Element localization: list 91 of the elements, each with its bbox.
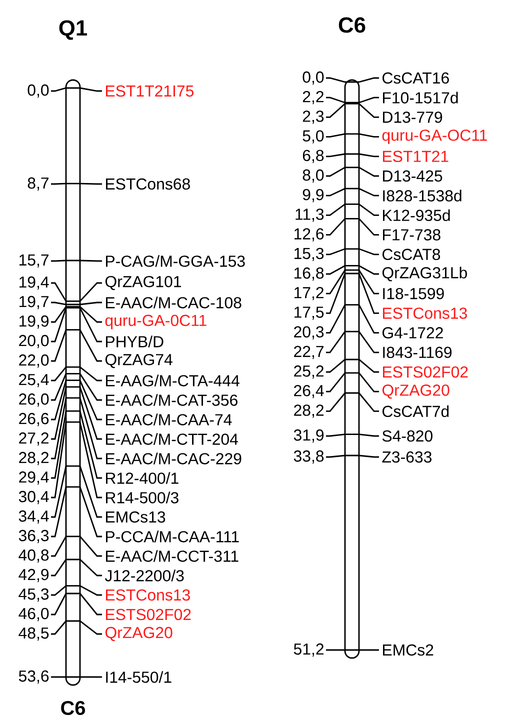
position-label: 2,3 — [302, 110, 324, 124]
marker-name: E-AAC/M-CAC-229 — [106, 452, 242, 464]
marker-name: QrZAG20 — [382, 384, 450, 399]
position-label: 22,7 — [294, 346, 324, 359]
position-label: 26,0 — [19, 393, 49, 407]
marker-name: ESTCons13 — [383, 308, 467, 319]
position-label: 25,2 — [294, 365, 324, 379]
position-label: 6,8 — [302, 150, 324, 163]
position-label: 29,4 — [19, 471, 49, 485]
marker-name: CsCAT8 — [382, 248, 440, 260]
marker-name: E-AAG/M-CTA-444 — [106, 374, 240, 386]
marker-name: EST1T21 — [383, 150, 448, 162]
marker-name: R12-400/1 — [106, 472, 178, 484]
marker-name: quru-GA-0C11 — [105, 314, 206, 330]
marker-name: I18-1599 — [383, 288, 444, 300]
marker-name: ESTS02F02 — [106, 608, 191, 620]
marker-name: EST1T21I75 — [106, 85, 194, 97]
position-label: 26,4 — [294, 385, 324, 398]
position-label: 48,5 — [18, 627, 49, 641]
position-label: 42,9 — [18, 568, 49, 582]
marker-name: J12-2200/3 — [104, 570, 184, 582]
position-label: 19,7 — [20, 296, 48, 310]
position-label: 19,9 — [20, 315, 49, 329]
position-label: 0,0 — [28, 84, 49, 98]
position-label: 26,6 — [19, 412, 49, 426]
marker-name: K12-935d — [383, 209, 450, 222]
marker-name: D13-425 — [383, 170, 442, 182]
marker-name: CsCAT16 — [382, 72, 449, 84]
position-label: 16,8 — [294, 267, 324, 281]
position-label: 27,2 — [19, 432, 48, 446]
marker-name: S4-820 — [382, 430, 432, 442]
marker-name: CsCAT7d — [382, 405, 449, 418]
position-label: 25,4 — [19, 374, 49, 388]
position-label: 28,2 — [294, 404, 324, 418]
position-label: 8,0 — [302, 169, 324, 183]
marker-name: R14-500/3 — [106, 492, 178, 504]
marker-name: D13-779 — [383, 112, 442, 123]
position-label: 46,0 — [18, 608, 49, 622]
position-label: 19,4 — [20, 276, 49, 290]
position-label: 9,9 — [302, 189, 324, 202]
marker-name: E-AAC/M-CAC-108 — [106, 296, 242, 308]
marker-name: I843-1169 — [383, 346, 452, 358]
marker-name: E-AAC/M-CAA-74 — [106, 414, 232, 426]
position-label: 12,6 — [294, 228, 324, 242]
position-label: 17,5 — [294, 306, 324, 320]
position-label: 20,3 — [294, 326, 324, 340]
position-label: 15,7 — [20, 254, 48, 268]
position-label: 0,0 — [302, 71, 324, 85]
position-label: 11,3 — [296, 208, 324, 222]
marker-name: P-CAG/M-GGA-153 — [106, 255, 245, 267]
marker-name: F10-1517d — [383, 92, 458, 104]
position-label: 51,2 — [294, 643, 324, 657]
position-label: 28,2 — [19, 452, 48, 466]
position-label: 36,3 — [18, 530, 49, 544]
marker-name: EMCs13 — [106, 511, 166, 523]
marker-name: QrZAG101 — [105, 276, 181, 290]
marker-name: QrZAG74 — [105, 354, 172, 368]
position-label: 5,0 — [302, 130, 324, 144]
marker-name: E-AAC/M-CTT-204 — [106, 433, 238, 445]
marker-name: EMCs2 — [383, 644, 434, 656]
marker-name: quru-GA-OC11 — [382, 130, 487, 144]
position-label: 31,9 — [294, 429, 324, 443]
position-label: 45,3 — [18, 588, 49, 602]
position-label: 22,0 — [19, 354, 49, 368]
marker-name: ESTS02F02 — [383, 366, 468, 378]
position-label: 20,0 — [19, 334, 49, 348]
position-label: 15,3 — [294, 248, 324, 261]
position-label: 2,2 — [302, 91, 324, 104]
marker-name: PHYB/D — [106, 336, 164, 348]
chromosome-title: Q1 — [59, 20, 87, 40]
marker-name: I828-1538d — [383, 190, 462, 202]
marker-name: G4-1722 — [382, 327, 443, 338]
position-label: 40,8 — [18, 549, 49, 563]
chromosome-title: C6 — [338, 17, 366, 33]
position-label: 30,4 — [18, 490, 49, 504]
marker-name: QrZAG31Lb — [382, 266, 467, 282]
marker-name: QrZAG20 — [105, 626, 172, 642]
position-label: 33,8 — [294, 450, 324, 464]
marker-name: I14-550/1 — [106, 671, 172, 683]
marker-name: ESTCons68 — [106, 178, 190, 190]
chromosome-caption: C6 — [61, 700, 85, 716]
position-label: 17,2 — [294, 287, 324, 300]
position-label: 8,7 — [28, 177, 48, 191]
marker-name: ESTCons13 — [106, 589, 190, 601]
position-label: 34,4 — [18, 510, 49, 524]
marker-name: F17-738 — [383, 229, 440, 240]
marker-name: E-AAC/M-CAT-356 — [106, 394, 238, 406]
position-label: 53,6 — [18, 670, 49, 684]
marker-name: E-AAC/M-CCT-311 — [106, 550, 238, 562]
marker-name: Z3-633 — [382, 451, 432, 463]
marker-name: P-CCA/M-CAA-111 — [106, 530, 239, 542]
